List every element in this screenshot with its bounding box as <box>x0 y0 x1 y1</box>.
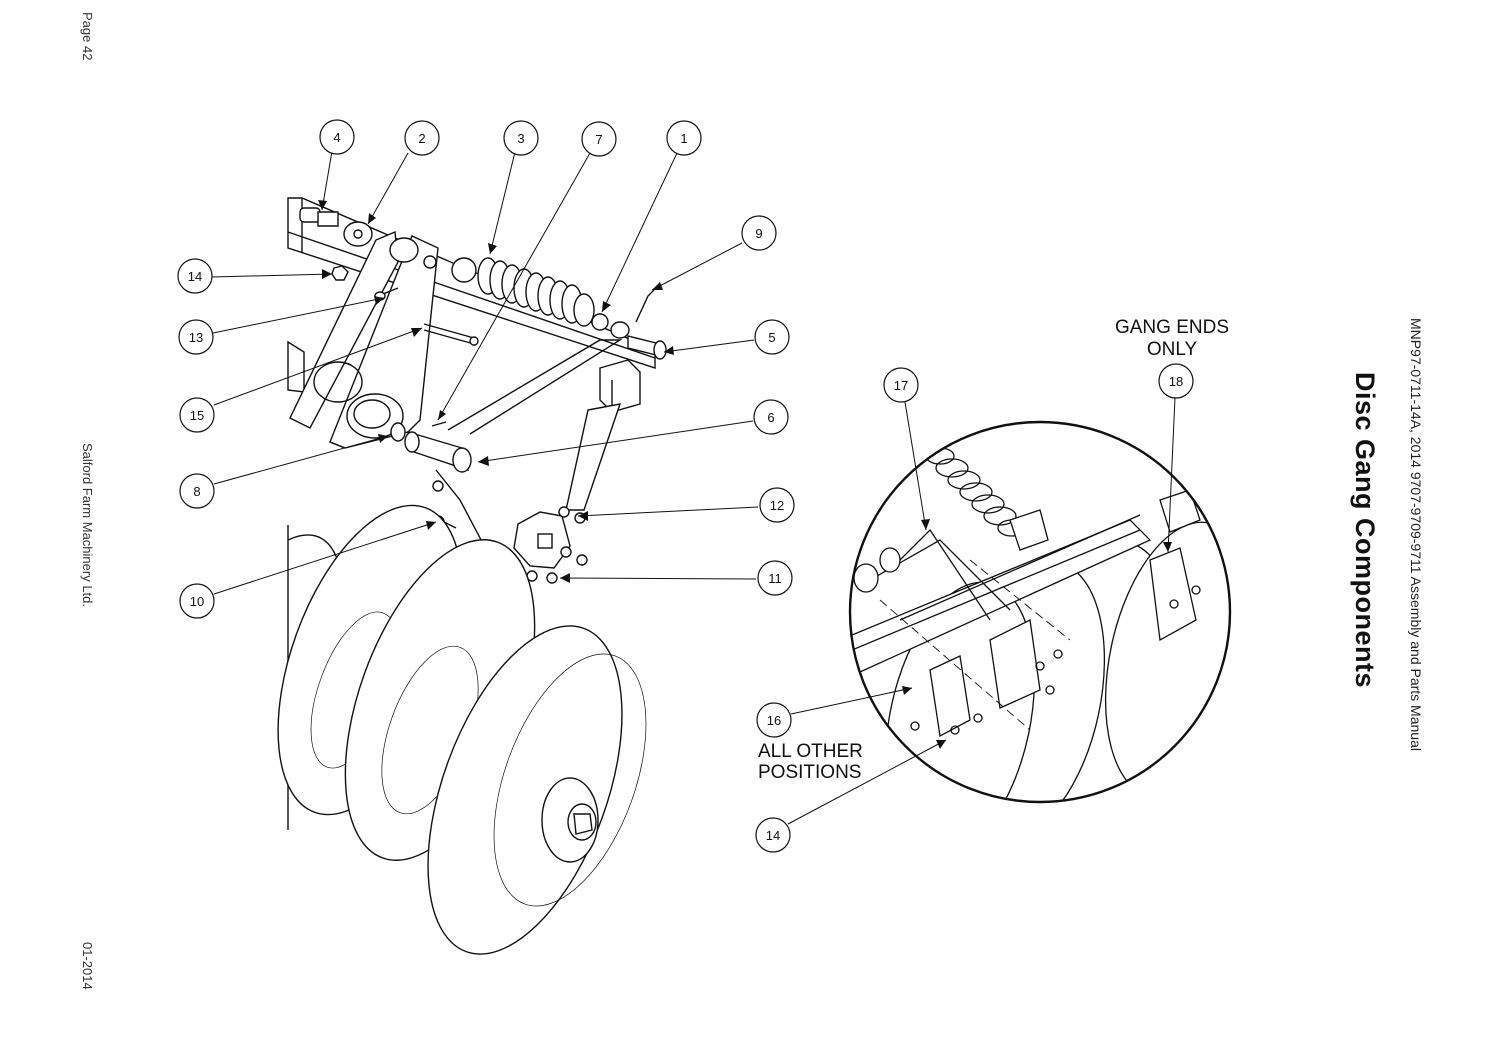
callout-16: 16 <box>756 702 792 738</box>
svg-text:8: 8 <box>193 484 200 499</box>
arrowheads-detail <box>902 519 1172 749</box>
svg-text:14: 14 <box>188 269 202 284</box>
note-all-other-line2: POSITIONS <box>758 762 861 783</box>
svg-text:7: 7 <box>595 132 602 147</box>
svg-text:5: 5 <box>768 330 775 345</box>
callout-12: 12 <box>759 487 795 523</box>
callout-4: 4 <box>319 119 355 155</box>
note-all-other-line1: ALL OTHER <box>758 741 863 762</box>
callout-13: 13 <box>178 319 214 355</box>
part-callouts: 4 2 3 7 1 9 5 6 12 11 14 13 15 8 10 17 1… <box>177 119 1194 853</box>
svg-text:11: 11 <box>768 571 782 586</box>
callout-14-detail: 14 <box>755 817 791 853</box>
callout-5: 5 <box>754 319 790 355</box>
svg-text:12: 12 <box>770 498 784 513</box>
svg-text:4: 4 <box>333 130 340 145</box>
spring-coil <box>451 257 609 331</box>
svg-text:3: 3 <box>517 131 524 146</box>
callout-15: 15 <box>179 397 215 433</box>
leader-lines-detail <box>787 397 1176 825</box>
svg-text:6: 6 <box>767 410 774 425</box>
callout-7: 7 <box>581 121 617 157</box>
svg-text:15: 15 <box>190 408 204 423</box>
svg-text:16: 16 <box>767 713 781 728</box>
callout-2: 2 <box>404 120 440 156</box>
main-assembly-drawing <box>277 197 667 955</box>
note-gang-ends-line2: ONLY <box>1147 339 1198 360</box>
callout-17: 17 <box>883 367 919 403</box>
callout-3: 3 <box>503 120 539 156</box>
callout-11: 11 <box>757 560 793 596</box>
callout-10: 10 <box>179 583 215 619</box>
svg-text:18: 18 <box>1169 374 1183 389</box>
arrowheads-main <box>318 200 674 583</box>
callout-18: 18 <box>1158 363 1194 399</box>
svg-text:1: 1 <box>680 131 687 146</box>
callout-14-main: 14 <box>177 258 213 294</box>
callout-6: 6 <box>753 399 789 435</box>
svg-text:14: 14 <box>766 828 780 843</box>
svg-text:2: 2 <box>418 131 425 146</box>
disc-blades <box>277 504 647 955</box>
svg-text:17: 17 <box>894 378 908 393</box>
callout-9: 9 <box>741 215 777 251</box>
leader-lines-main <box>211 150 759 595</box>
detail-view <box>848 420 1232 804</box>
callout-8: 8 <box>179 473 215 509</box>
callout-1: 1 <box>666 120 702 156</box>
svg-text:10: 10 <box>190 594 204 609</box>
svg-text:13: 13 <box>189 330 203 345</box>
svg-text:9: 9 <box>755 226 762 241</box>
note-gang-ends-line1: GANG ENDS <box>1115 317 1229 338</box>
